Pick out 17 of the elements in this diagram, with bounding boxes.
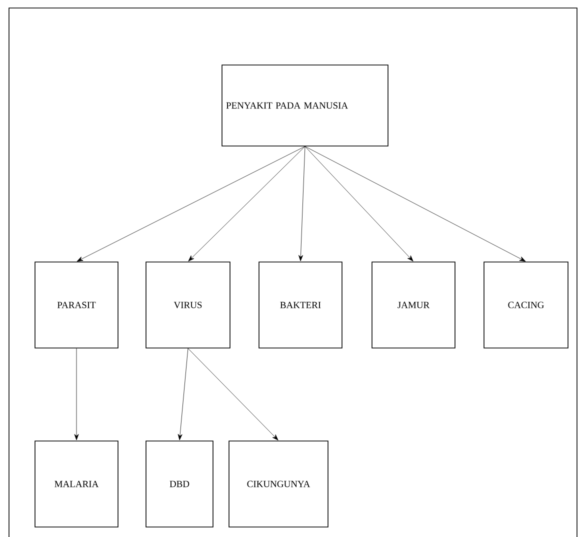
arrow (304, 146, 526, 262)
box: JAMUR (372, 262, 456, 348)
box: MALARIA (34, 440, 118, 528)
arrow (304, 146, 414, 262)
box: PENYAKIT PADA MANUSIA (222, 64, 388, 146)
arrow (188, 146, 306, 262)
box: PARASIT (34, 262, 118, 348)
box: VIRUS (146, 262, 230, 348)
box: CIKUNGUNYA (228, 440, 328, 528)
arrow (178, 348, 188, 440)
box: BAKTERI (258, 262, 342, 348)
arrow (76, 146, 306, 262)
box: DBD (146, 440, 214, 528)
arrow (74, 348, 79, 440)
box: CACING (484, 262, 568, 348)
arrow (188, 348, 278, 440)
arrow (298, 146, 306, 262)
